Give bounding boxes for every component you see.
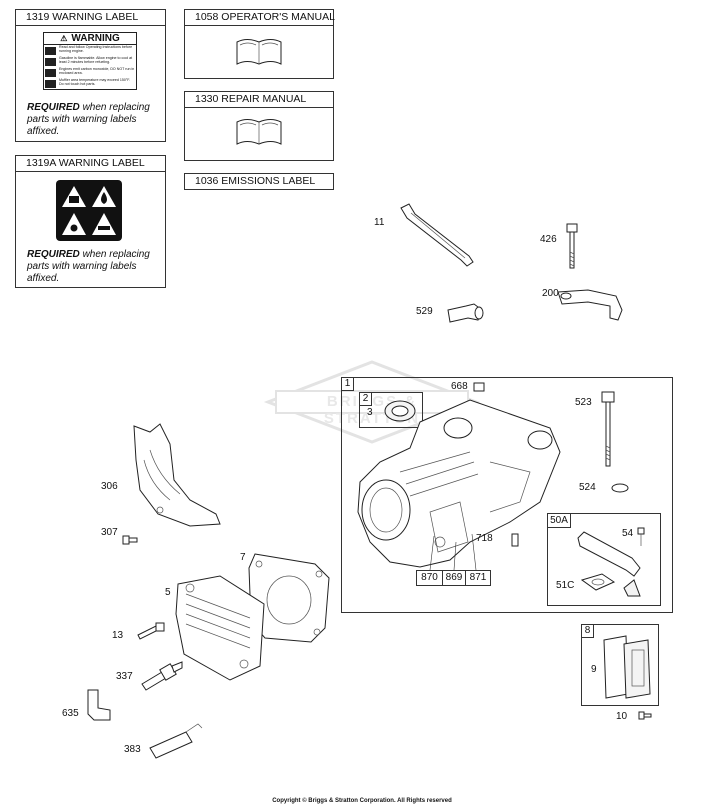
sticker-line-3: Engines emit carbon monoxide, DO NOT run… <box>59 66 135 76</box>
callout-523: 523 <box>575 397 592 408</box>
manual-icon <box>45 47 56 55</box>
breather-cover-group <box>581 624 659 706</box>
breather-cover <box>603 635 651 699</box>
book-icon <box>236 39 282 65</box>
shroud-306 <box>133 423 221 527</box>
dipstick-tube <box>400 203 474 267</box>
warning-label-box: 1319 WARNING LABEL ⚠WARNING Read and fol… <box>15 9 166 142</box>
fumes-icon <box>70 224 78 232</box>
callout-11: 11 <box>374 217 385 228</box>
callout-668: 668 <box>451 381 468 392</box>
engine-block <box>357 399 561 568</box>
callout-383: 383 <box>124 744 141 755</box>
callout-337: 337 <box>116 671 133 682</box>
callout-3: 3 <box>367 407 373 418</box>
bracket-200 <box>557 289 623 321</box>
callout-50a: 50A <box>547 513 571 528</box>
warning-label-a-box: 1319A WARNING LABEL REQUIRED when replac… <box>15 155 166 288</box>
callout-54: 54 <box>622 528 634 539</box>
callout-2: 2 <box>359 392 372 406</box>
callout-9: 9 <box>591 664 597 675</box>
warning-triangle-icon: ⚠ <box>60 34 68 43</box>
watermark-logo <box>263 360 481 444</box>
fumes-icon <box>45 69 56 77</box>
tool-383 <box>149 723 203 759</box>
sticker-line-4: Muffler area temperature may exceed 150°… <box>59 77 131 87</box>
callout-51c: 51C <box>556 580 575 591</box>
emissions-label-title: 1036 EMISSIONS LABEL <box>195 175 316 187</box>
head-bolt-13 <box>137 622 165 640</box>
callout-718: 718 <box>476 533 493 544</box>
warning-label-title: 1319 WARNING LABEL <box>16 10 165 26</box>
operators-manual-title: 1058 OPERATOR'S MANUAL <box>185 10 335 26</box>
symbol-sticker-graphics <box>62 186 116 235</box>
plug-boot-635 <box>87 689 111 721</box>
repair-manual-box: 1330 REPAIR MANUAL <box>184 91 334 161</box>
emissions-label-box: 1036 EMISSIONS LABEL <box>184 173 334 190</box>
callout-8: 8 <box>581 624 594 638</box>
book-icon <box>236 119 282 145</box>
warning-label-note: REQUIRED when replacing parts with warni… <box>27 102 150 137</box>
callout-13: 13 <box>112 630 124 641</box>
symbol-sticker <box>56 180 122 241</box>
warning-sticker-heading: ⚠WARNING <box>44 33 136 45</box>
elbow-529 <box>447 303 484 323</box>
operators-manual-box: 1058 OPERATOR'S MANUAL <box>184 9 335 79</box>
screw-307 <box>122 535 138 545</box>
read-manual-icon <box>69 196 79 203</box>
callout-524: 524 <box>579 482 596 493</box>
callout-635: 635 <box>62 708 79 719</box>
fire-icon <box>45 58 56 66</box>
hot-surface-icon <box>45 80 56 88</box>
callout-871: 871 <box>465 570 491 586</box>
copyright-notice: Copyright © Briggs & Stratton Corporatio… <box>272 798 452 804</box>
screw-10 <box>638 711 652 720</box>
breather-assembly <box>577 527 645 597</box>
callout-1: 1 <box>341 377 354 391</box>
callout-870: 870 <box>416 570 443 586</box>
repair-manual-title: 1330 REPAIR MANUAL <box>185 92 333 108</box>
pin-718 <box>511 533 519 547</box>
warning-label-a-title: 1319A WARNING LABEL <box>16 156 165 172</box>
callout-10: 10 <box>616 711 628 722</box>
sticker-line-2: Gasoline is flammable. Allow engine to c… <box>59 55 133 65</box>
head-gasket-7 <box>248 553 330 643</box>
warning-label-a-note: REQUIRED when replacing parts with warni… <box>27 249 150 284</box>
tag-leaders <box>429 533 477 571</box>
cylinder-head-5 <box>175 575 265 681</box>
heat-icon <box>98 226 110 230</box>
dipstick-523 <box>601 391 615 467</box>
seal-group <box>359 392 423 428</box>
flame-icon <box>101 192 107 204</box>
callout-306: 306 <box>101 481 118 492</box>
callout-7: 7 <box>240 552 246 563</box>
sticker-line-1: Read and follow Operating Instructions b… <box>59 45 133 54</box>
warning-sticker: ⚠WARNING Read and follow Operating Instr… <box>43 32 137 90</box>
callout-5: 5 <box>165 587 171 598</box>
bolt-426 <box>566 223 578 269</box>
callout-869: 869 <box>442 570 466 586</box>
plug-668 <box>473 382 485 392</box>
callout-426: 426 <box>540 234 557 245</box>
engine-block-group <box>341 377 673 613</box>
oil-seal-3 <box>384 400 416 422</box>
callout-200: 200 <box>542 288 559 299</box>
callout-307: 307 <box>101 527 118 538</box>
callout-529: 529 <box>416 306 433 317</box>
o-ring-524 <box>611 483 629 493</box>
spark-plug-337 <box>141 661 183 691</box>
breather-group <box>547 513 661 606</box>
